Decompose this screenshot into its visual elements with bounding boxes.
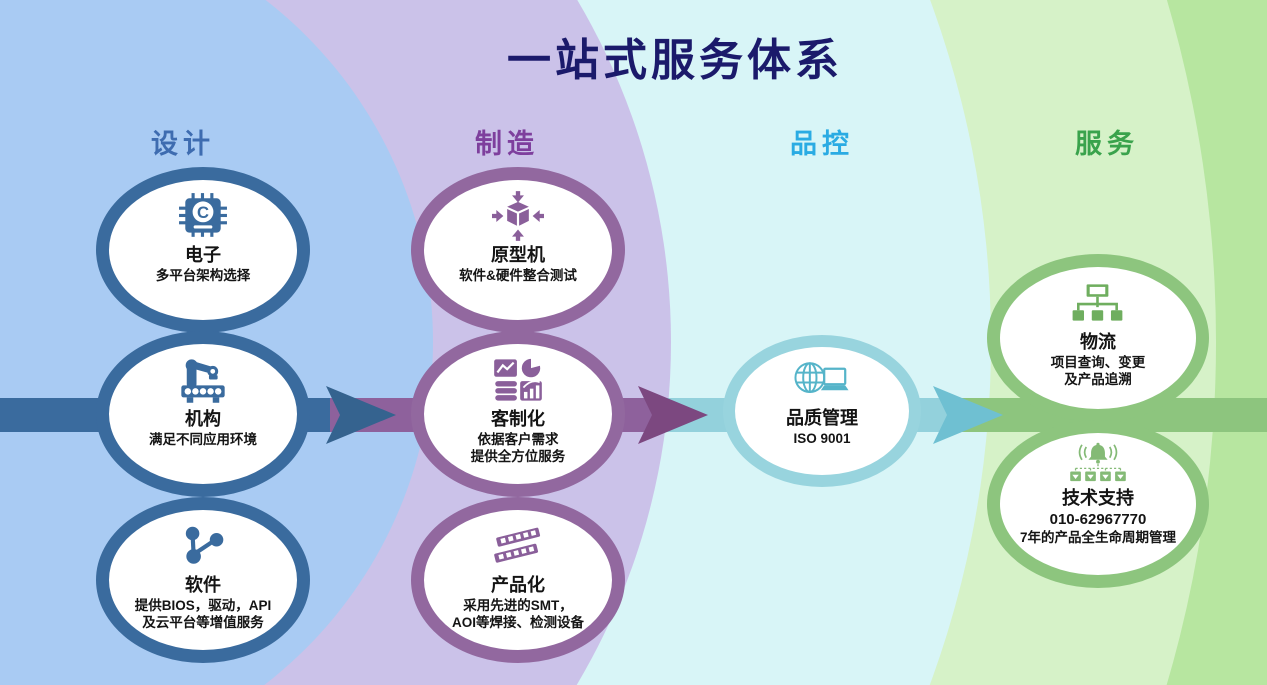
node-title: 技术支持 xyxy=(1062,488,1134,508)
column-header-design: 设计 xyxy=(151,129,215,159)
node-title: 产品化 xyxy=(491,575,545,595)
node-line: 提供全方位服务 xyxy=(470,449,566,465)
node-line: 多平台架构选择 xyxy=(155,267,251,283)
node-line: 项目查询、变更 xyxy=(1050,354,1146,370)
node-title: 电子 xyxy=(185,245,221,265)
node-title: 客制化 xyxy=(491,409,545,429)
node-quality-management: 品质管理 ISO 9001 xyxy=(723,335,921,487)
column-header-manufacture: 制造 xyxy=(475,129,539,159)
box-arrows-icon xyxy=(492,190,544,242)
analytics-grid-icon xyxy=(492,354,544,406)
globe-laptop-icon xyxy=(791,359,853,405)
node-line: 采用先进的SMT， xyxy=(463,597,573,613)
node-prototype: 原型机 软件&硬件整合测试 xyxy=(411,167,625,333)
node-customization: 客制化 依据客户需求 提供全方位服务 xyxy=(411,331,625,497)
node-mechanism: 机构 满足不同应用环境 xyxy=(96,331,310,497)
node-line: 依据客户需求 xyxy=(477,431,559,447)
node-software: 软件 提供BIOS，驱动，API 及云平台等增值服务 xyxy=(96,497,310,663)
node-line: 及云平台等增值服务 xyxy=(142,615,264,631)
node-tech-support: 技术支持 010-62967770 7年的产品全生命周期管理 xyxy=(987,420,1209,588)
robot-arm-icon xyxy=(177,354,229,406)
node-title: 机构 xyxy=(185,409,221,429)
node-line: AOI等焊接、检测设备 xyxy=(451,615,584,631)
node-line: 软件&硬件整合测试 xyxy=(459,267,577,283)
node-line: ISO 9001 xyxy=(793,430,851,446)
node-title: 品质管理 xyxy=(786,408,858,428)
node-line: 7年的产品全生命周期管理 xyxy=(1019,530,1176,545)
node-logistics: 物流 项目查询、变更 及产品追溯 xyxy=(987,254,1209,422)
node-title: 原型机 xyxy=(491,245,545,265)
bell-alert-icon xyxy=(1067,441,1129,485)
hierarchy-icon xyxy=(1070,277,1126,329)
column-header-qc: 品控 xyxy=(790,129,854,159)
node-productization: 产品化 采用先进的SMT， AOI等焊接、检测设备 xyxy=(411,497,625,663)
node-title: 物流 xyxy=(1080,332,1116,352)
chip-icon: C xyxy=(178,190,228,242)
node-line: 提供BIOS，驱动，API xyxy=(134,597,272,613)
network-nodes-icon xyxy=(178,520,228,572)
node-line: 及产品追溯 xyxy=(1064,372,1132,388)
node-line: 010-62967770 xyxy=(1049,510,1147,528)
column-header-service: 服务 xyxy=(1075,129,1139,159)
page-title: 一站式服务体系 xyxy=(507,36,843,85)
node-title: 软件 xyxy=(185,575,221,595)
node-electronics: C 电子 多平台架构选择 xyxy=(96,167,310,333)
svg-text:C: C xyxy=(197,203,209,222)
ram-modules-icon xyxy=(490,520,546,572)
node-line: 满足不同应用环境 xyxy=(149,431,257,447)
